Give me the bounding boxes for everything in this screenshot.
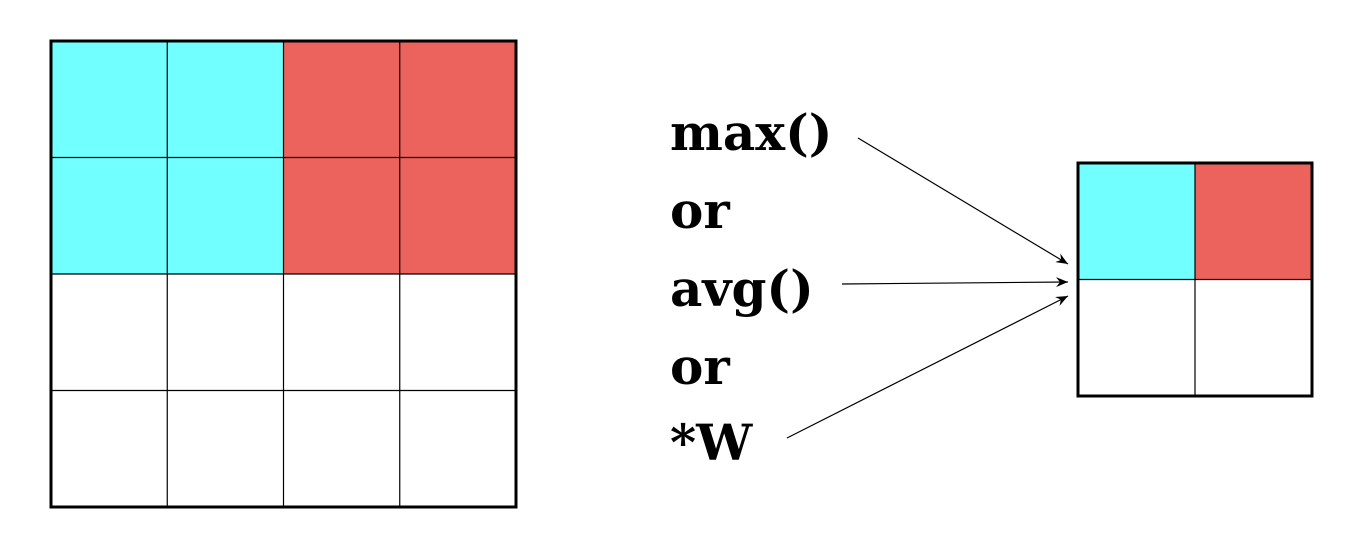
input-cell-r2-c2 [283,274,400,391]
avg-to-output-arrow [841,277,1069,288]
input-cell-r3-c1 [167,390,284,507]
input-cell-r0-c0 [51,41,168,158]
output-cell-r0-c0 [1078,163,1195,280]
input-cell-r1-c2 [283,157,400,274]
input-cell-r2-c0 [51,274,168,391]
or-label-1: or [670,181,730,240]
avg-operation-label: avg() [670,259,814,318]
weight-to-output-arrow [786,295,1069,439]
input-feature-map [49,39,518,509]
input-cell-r1-c0 [51,157,168,274]
output-feature-map [1076,161,1314,398]
input-cell-r3-c2 [283,390,400,507]
input-cell-r0-c2 [283,41,400,158]
arrows [786,137,1069,439]
input-cell-r0-c1 [167,41,284,158]
input-cell-r0-c3 [399,41,516,158]
input-cell-r1-c3 [399,157,516,274]
input-border [49,39,518,509]
input-cell-r3-c3 [399,390,516,507]
input-cell-r1-c1 [167,157,284,274]
input-cell-r2-c3 [399,274,516,391]
output-cell-r1-c1 [1195,279,1312,396]
weight-operation-label: *W [670,413,753,472]
input-cell-r2-c1 [167,274,284,391]
or-label-2: or [670,337,730,396]
output-border [1076,161,1314,398]
output-cell-r0-c1 [1195,163,1312,280]
output-cell-r1-c0 [1078,279,1195,396]
max-to-output-arrow [857,137,1069,265]
max-operation-label: max() [670,103,832,162]
input-cell-r3-c0 [51,390,168,507]
operation-labels: max() or avg() or *W [670,103,832,472]
